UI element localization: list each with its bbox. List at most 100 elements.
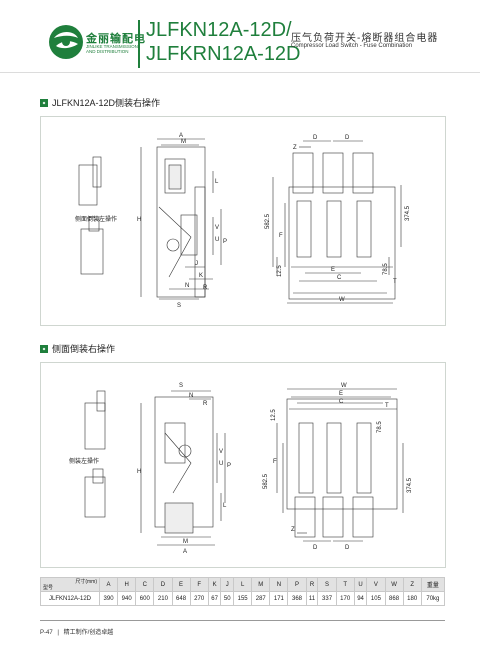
cell-value: 940 bbox=[117, 591, 137, 606]
dim-582-5: 582.5 bbox=[265, 213, 271, 229]
page-number: P-47 bbox=[40, 630, 53, 636]
col-header: S bbox=[317, 577, 337, 592]
col-header: V bbox=[366, 577, 386, 592]
dim-W: W bbox=[339, 297, 345, 303]
col-header: J bbox=[220, 577, 235, 592]
cell-value: 70kg bbox=[420, 591, 446, 606]
dim2-V: V bbox=[219, 449, 223, 455]
dim-Z: Z bbox=[293, 145, 297, 151]
model-line-2: JLFKRN12A-12D bbox=[146, 43, 301, 65]
model-title: JLFKN12A-12D/ JLFKRN12A-12D bbox=[146, 18, 301, 66]
dim2-374-5: 374.5 bbox=[407, 477, 413, 493]
section-marker-icon bbox=[40, 98, 48, 107]
col-header: L bbox=[233, 577, 253, 592]
dim2-L: L bbox=[223, 503, 227, 509]
product-name-cn: 压气负荷开关-熔断器组合电器 bbox=[291, 33, 439, 44]
dim-D-1: D bbox=[313, 135, 318, 141]
cell-value: 337 bbox=[317, 591, 337, 606]
dim2-R: R bbox=[203, 401, 208, 407]
col-header: H bbox=[117, 577, 137, 592]
dim2-D-2: D bbox=[345, 545, 350, 551]
dim2-W: W bbox=[341, 383, 347, 389]
drawing-panel-2: 侧装左操作 S N R H V U P L M A W E C T F 12.5… bbox=[40, 362, 446, 568]
col-header: U bbox=[353, 577, 368, 592]
table-corner: 尺寸(mm) 型号 bbox=[40, 577, 100, 592]
section-1-title-text: JLFKN12A-12D侧装右操作 bbox=[52, 98, 161, 108]
dim2-N: N bbox=[189, 393, 193, 399]
dim-N: N bbox=[185, 283, 189, 289]
cell-value: 50 bbox=[220, 591, 235, 606]
dim-J: J bbox=[195, 261, 198, 267]
side-label-2: 侧装左操作 bbox=[69, 457, 99, 465]
cell-value: 270 bbox=[189, 591, 209, 606]
col-header: M bbox=[251, 577, 271, 592]
cell-value: 868 bbox=[384, 591, 404, 606]
row-model: JLFKN12A-12D bbox=[40, 591, 100, 606]
side-label-1: 侧面倒装左操作 bbox=[75, 215, 117, 223]
brand-name-cn: 金丽输配电 bbox=[86, 33, 146, 45]
dim2-H: H bbox=[137, 469, 141, 475]
col-header: A bbox=[98, 577, 119, 592]
dim-H: H bbox=[137, 217, 141, 223]
col-header: K bbox=[207, 577, 222, 592]
technical-drawing-2: 侧装左操作 S N R H V U P L M A W E C T F 12.5… bbox=[69, 383, 413, 555]
dim-374-5: 374.5 bbox=[405, 205, 411, 221]
dim2-M: M bbox=[183, 539, 188, 545]
company-logo-icon bbox=[49, 25, 83, 59]
dim-R: R bbox=[203, 285, 208, 291]
brand-name-en: JINLIKE TRANSMISSION AND DISTRIBUTION bbox=[86, 44, 138, 54]
cell-value: 368 bbox=[287, 591, 307, 606]
dim2-T: T bbox=[385, 403, 389, 409]
dim-L: L bbox=[215, 179, 219, 185]
drawing-panel-1: 侧面倒装左操作 A M H L V U P J K N R S D D Z F … bbox=[40, 116, 446, 326]
cell-value: 105 bbox=[366, 591, 386, 606]
dim2-Z: Z bbox=[291, 527, 295, 533]
dim-P: P bbox=[223, 239, 227, 245]
cell-value: 210 bbox=[153, 591, 173, 606]
col-header: T bbox=[335, 577, 355, 592]
dim-M: M bbox=[181, 139, 186, 145]
section-marker-icon bbox=[40, 344, 48, 353]
dim-78-5: 78.5 bbox=[383, 263, 389, 275]
section-2-title: 侧面倒装右操作 bbox=[40, 342, 115, 355]
section-2-title-text: 侧面倒装右操作 bbox=[52, 344, 116, 354]
dim2-78-5: 78.5 bbox=[377, 421, 383, 433]
page-header: 金丽输配电 JINLIKE TRANSMISSION AND DISTRIBUT… bbox=[0, 0, 480, 78]
cell-value: 171 bbox=[269, 591, 289, 606]
corner-bottom-label: 型号 bbox=[43, 585, 54, 591]
footer-rule bbox=[40, 620, 445, 621]
cell-value: 600 bbox=[135, 591, 155, 606]
dim-T: T bbox=[393, 279, 397, 285]
dim2-D-1: D bbox=[313, 545, 318, 551]
cell-value: 155 bbox=[233, 591, 253, 606]
dim-K: K bbox=[199, 273, 203, 279]
dim-E: E bbox=[331, 267, 335, 273]
section-1-title: JLFKN12A-12D侧装右操作 bbox=[40, 96, 160, 109]
footer-slogan: 精工制作/创造卓越 bbox=[63, 630, 114, 636]
header-rule bbox=[0, 72, 480, 73]
dim2-F: F bbox=[273, 459, 277, 465]
page-footer: P-47 | 精工制作/创造卓越 bbox=[40, 630, 114, 636]
cell-value: 11 bbox=[305, 591, 319, 606]
dim-12-5: 12.5 bbox=[277, 265, 283, 277]
dim2-12-5: 12.5 bbox=[271, 409, 277, 421]
col-header: P bbox=[287, 577, 307, 592]
dim2-A: A bbox=[183, 549, 187, 555]
col-header: 重量 bbox=[420, 577, 446, 592]
technical-drawing-1: 侧面倒装左操作 A M H L V U P J K N R S D D Z F … bbox=[75, 133, 411, 309]
cell-value: 180 bbox=[402, 591, 422, 606]
cell-value: 170 bbox=[335, 591, 355, 606]
corner-top-label: 尺寸(mm) bbox=[75, 579, 97, 585]
col-header: R bbox=[305, 577, 319, 592]
col-header: F bbox=[189, 577, 209, 592]
col-header: E bbox=[171, 577, 191, 592]
dim-U: U bbox=[215, 237, 219, 243]
dim2-U: U bbox=[219, 461, 223, 467]
dim-A: A bbox=[179, 133, 183, 139]
cell-value: 390 bbox=[98, 591, 119, 606]
cell-value: 287 bbox=[251, 591, 271, 606]
